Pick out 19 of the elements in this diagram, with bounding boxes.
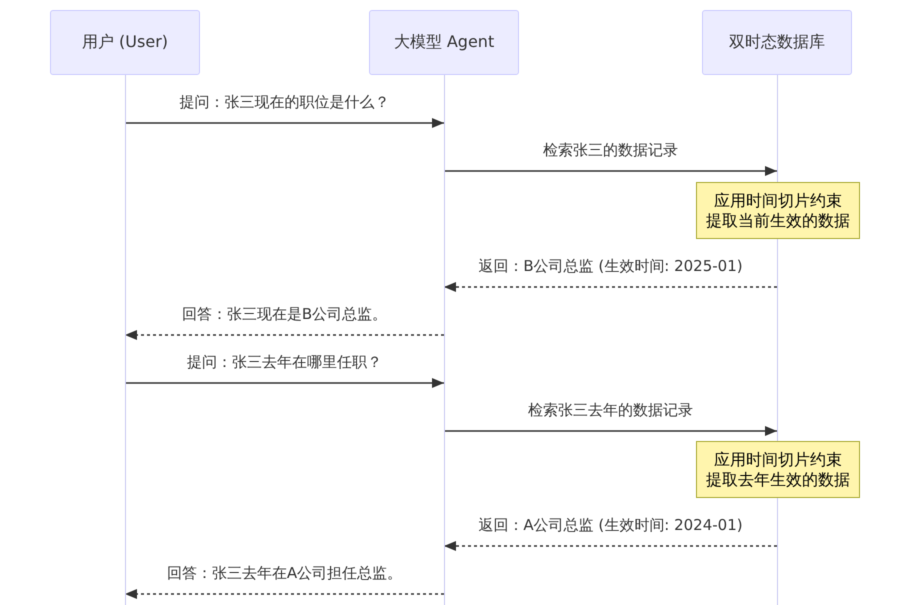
note-text: 提取去年生效的数据 bbox=[706, 470, 850, 490]
message-label: 检索张三去年的数据记录 bbox=[526, 401, 695, 419]
message-arrow bbox=[444, 426, 777, 436]
message-label: 检索张三的数据记录 bbox=[541, 141, 680, 159]
participant-label: 双时态数据库 bbox=[729, 32, 825, 53]
participant-label: 大模型 Agent bbox=[394, 32, 494, 53]
message-arrow bbox=[125, 118, 444, 128]
note-text: 提取当前生效的数据 bbox=[706, 210, 850, 230]
message-arrow bbox=[125, 330, 444, 340]
note-text: 应用时间切片约束 bbox=[714, 450, 842, 470]
note-text: 应用时间切片约束 bbox=[714, 190, 842, 210]
message-arrow bbox=[444, 282, 777, 292]
note-box bbox=[696, 182, 860, 239]
message-arrow bbox=[444, 166, 777, 176]
message-arrow bbox=[125, 378, 444, 388]
message-arrow bbox=[125, 589, 444, 599]
participant-label: 用户 (User) bbox=[82, 32, 168, 53]
message-arrow bbox=[444, 541, 777, 551]
note-box bbox=[696, 441, 860, 498]
